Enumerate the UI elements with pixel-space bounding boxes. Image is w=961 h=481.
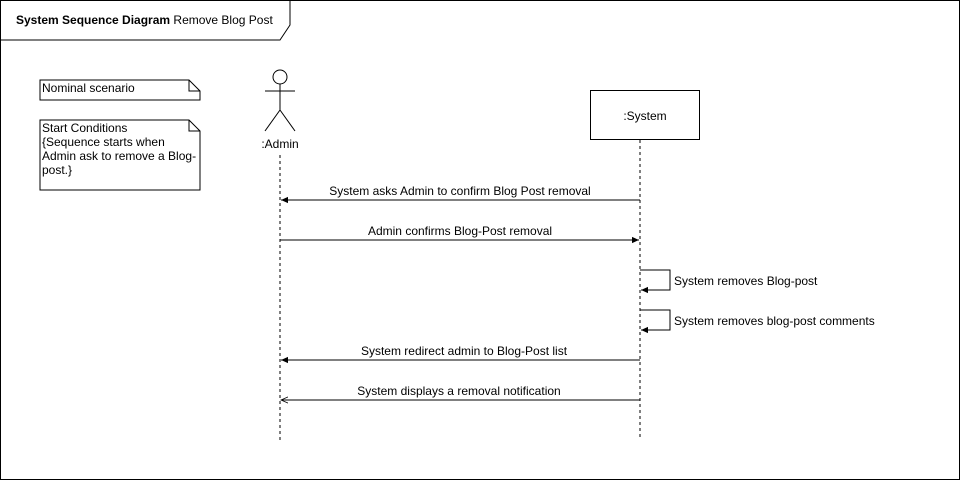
actor-admin-icon: [264, 69, 296, 132]
message-label: Admin confirms Blog-Post removal: [368, 224, 552, 238]
message-label: System removes blog-post comments: [674, 314, 875, 328]
note-start-line: post.}: [42, 163, 72, 177]
system-participant-label: :System: [623, 109, 666, 123]
frame-title-rest: Remove Blog Post: [170, 13, 273, 27]
actor-admin-label: :Admin: [261, 137, 298, 151]
system-participant-box: [590, 90, 700, 140]
note-nominal-scenario: Nominal scenario: [39, 79, 201, 101]
frame-title-tab: [0, 0, 291, 41]
message-2: Admin confirms Blog-Post removal: [280, 224, 639, 244]
message-4-self: System removes blog-post comments: [640, 309, 875, 334]
frame-title: System Sequence Diagram Remove Blog Post: [16, 13, 273, 27]
message-label: System redirect admin to Blog-Post list: [361, 344, 568, 358]
message-label: System removes Blog-post: [674, 274, 818, 288]
message-label: System asks Admin to confirm Blog Post r…: [329, 184, 590, 198]
note-start-conditions: Start Conditions {Sequence starts when A…: [39, 119, 201, 191]
note-start-line: {Sequence starts when: [42, 135, 165, 149]
message-3-self: System removes Blog-post: [640, 269, 818, 294]
message-1: System asks Admin to confirm Blog Post r…: [281, 184, 640, 204]
note-start-line: Start Conditions: [42, 121, 127, 135]
frame-title-bold: System Sequence Diagram: [16, 13, 170, 27]
message-6: System displays a removal notification: [281, 384, 640, 400]
message-label: System displays a removal notification: [357, 384, 560, 398]
note-start-line: Admin ask to remove a Blog-: [42, 149, 196, 163]
message-5: System redirect admin to Blog-Post list: [281, 344, 640, 364]
note-nominal-text: Nominal scenario: [42, 81, 135, 95]
